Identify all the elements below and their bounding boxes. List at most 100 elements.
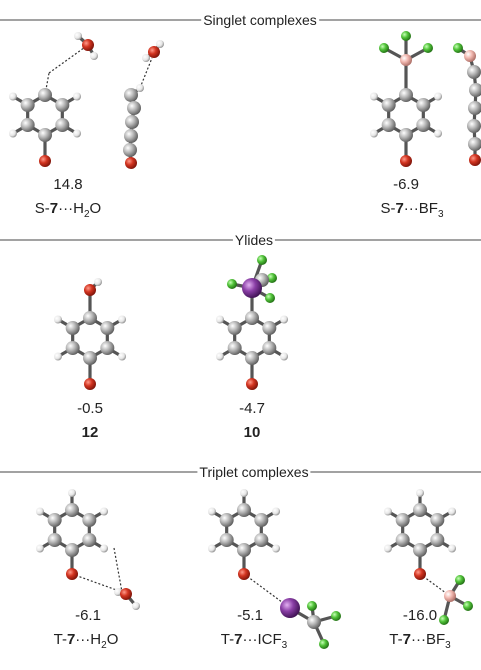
ylide-10-hydrogen-atom [280,315,289,324]
label-prefix: T- [389,631,403,648]
ylide-12-hydrogen-atom [118,315,127,324]
s-h2o-side-hydrogen-atom [156,40,164,48]
s-bf3-side-carbon-atom [467,119,481,133]
ylide-12-hydrogen-atom [118,352,127,361]
s-bf3-carbon-atom [416,118,431,132]
s-h2o-side-carbon-atom [124,88,138,102]
ylide-10-carbon-atom [245,311,259,325]
t-h2o-hydrogen-atom [68,489,76,497]
s-bf3-hydrogen-atom [369,129,378,138]
energy-t-icf3: -5.1 [237,607,263,624]
label-sep: ··· [58,200,74,217]
t-bf3-oxygen-atom [414,568,426,580]
ylide-10-carbon-atom [227,321,242,335]
s-bf3-fluorine-atom [401,31,411,41]
s-bf3-oxygen-atom [400,155,412,167]
energy-s-h2o: 14.8 [53,176,83,193]
label-prefix: T- [220,631,235,648]
s-bf3-side-oxygen-atom [469,154,481,166]
label-sub: 3 [437,209,444,220]
ylide-12-oxygen-atom [84,378,96,390]
s-h2o-hydrogen-atom [74,32,82,40]
t-icf3-hydrogen-atom [272,507,281,516]
t-h2o-interaction-line [113,547,123,593]
s-bf3-side-carbon-atom [468,101,481,115]
t-icf3-fluorine-atom [307,601,317,611]
t-icf3-hydrogen-atom [272,544,281,553]
ylide-12-hydrogen-atom [94,278,102,286]
s-h2o-side-hydrogen-atom [142,54,150,62]
t-icf3-hydrogen-atom [207,544,216,553]
ylide-10-iodine-atom [242,278,262,298]
ylide-12-carbon-atom [65,341,80,355]
s-h2o-hydrogen-atom [8,92,17,101]
s-h2o-side-carbon-atom [125,115,139,129]
label-prefix: T- [53,631,67,648]
ylide-12-hydrogen-atom [53,352,62,361]
section-title-singlet: Singlet complexes [201,12,319,28]
label-tail: O [106,631,119,648]
t-h2o-hydrogen-atom [35,507,44,516]
t-bf3-carbon-atom [430,533,445,547]
t-icf3-carbon-atom [254,513,269,527]
label-sep: ··· [242,631,258,648]
s-h2o-oxygen-atom [82,39,94,51]
ylide-10-carbon-atom [262,341,277,355]
t-icf3-carbon-atom [237,543,251,557]
t-icf3-oxygen-atom [238,568,250,580]
label-core: 7 [395,200,404,217]
t-bf3-carbon-atom [413,503,427,517]
s-h2o-carbon-atom [38,88,52,102]
label-core: 7 [402,631,411,648]
t-icf3-iodine-atom [280,598,300,618]
s-h2o-hydrogen-atom [73,129,82,138]
energy-12: -0.5 [77,400,103,417]
ylide-10-carbon-atom [227,341,242,355]
t-icf3-carbon-atom [254,533,269,547]
ylide-10-hydrogen-atom [215,315,224,324]
s-bf3-hydrogen-atom [434,129,443,138]
label-sub: 3 [445,640,451,651]
t-icf3-fluorine-atom [331,611,341,621]
ylide-12-carbon-atom [100,341,115,355]
label-sep: ··· [75,631,91,648]
ylide-10-hydrogen-atom [280,352,289,361]
t-h2o-oxygen-atom [120,588,132,600]
t-bf3-carbon-atom [430,513,445,527]
t-h2o-carbon-atom [47,533,62,547]
s-bf3-boron-atom [400,54,412,66]
label-sep: ··· [410,631,426,648]
t-h2o-oxygen-atom [66,568,78,580]
energy-t-bf3: -16.0 [402,607,438,624]
label-sep: ··· [403,200,419,217]
s-bf3-hydrogen-atom [369,92,378,101]
s-h2o-side-carbon-atom [123,143,137,157]
s-bf3-side-carbon-atom [468,137,481,151]
s-bf3-carbon-atom [381,118,396,132]
ylide-10-oxygen-atom [246,378,258,390]
t-icf3-fluorine-atom [319,639,329,649]
label-10: 10 [243,424,261,441]
label-t-icf3: T-7···ICF3 [221,631,287,651]
t-h2o-carbon-atom [82,513,97,527]
t-bf3-hydrogen-atom [416,489,424,497]
ylide-10-fluorine-atom [265,293,275,303]
t-icf3-hydrogen-atom [207,507,216,516]
t-h2o-carbon-atom [65,543,79,557]
label-partner: BF [425,631,446,648]
s-h2o-carbon-atom [55,98,70,112]
s-bf3-side-carbon-atom [469,83,481,97]
section-title-ylides: Ylides [232,232,276,248]
s-h2o-interaction-line [48,44,89,74]
ylide-10-carbon-atom [262,321,277,335]
s-h2o-hydrogen-atom [90,52,98,60]
t-h2o-hydrogen-atom [100,507,109,516]
s-h2o-side-oxygen-atom [125,157,137,169]
section-title-triplet: Triplet complexes [197,464,311,480]
t-bf3-fluorine-atom [455,575,465,585]
t-bf3-fluorine-atom [463,601,473,611]
label-partner: BF [418,200,438,217]
label-sub: 2 [101,640,107,651]
t-bf3-carbon-atom [395,513,410,527]
